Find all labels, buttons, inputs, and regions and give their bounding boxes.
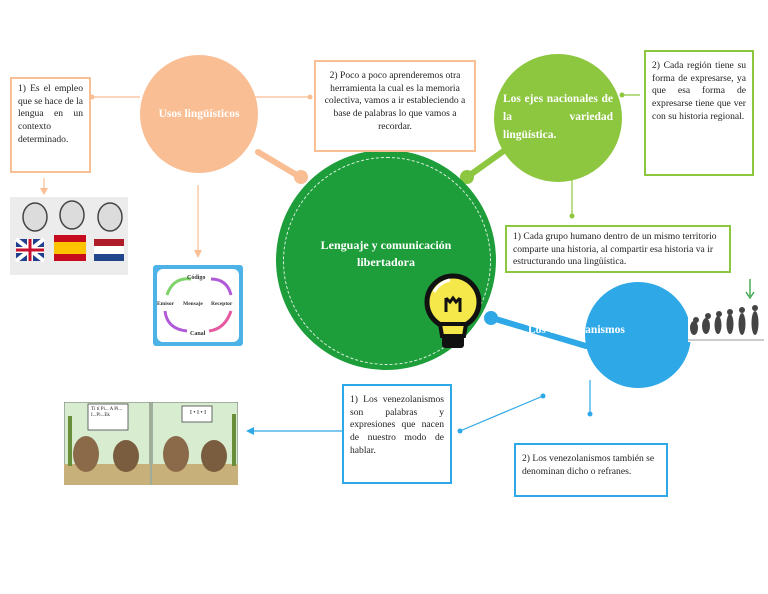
communication-diagram-image: Código Emisor Mensaje Receptor Canal	[153, 265, 243, 346]
comic-bubble-left: Tí tí Pi... A Pi... I...Pi...Ek	[91, 407, 123, 418]
venezolanismos-node-title: Los venezolanismos	[528, 324, 625, 336]
lightbulb-icon	[420, 272, 490, 352]
usos-node: Usos lingüísticos	[140, 55, 258, 173]
canal-label: Canal	[190, 331, 206, 337]
receptor-label: Receptor	[211, 301, 233, 307]
central-node-title: Lenguaje y comunicación libertadora	[320, 238, 452, 269]
emisor-label: Emisor	[157, 301, 175, 307]
flags-characters-image	[10, 197, 128, 275]
mensaje-label: Mensaje	[183, 301, 203, 307]
comic-bubble-right: I • I • I	[189, 410, 207, 416]
caveman-comic-image: Tí tí Pi... A Pi... I...Pi...Ek I • I • …	[64, 402, 238, 485]
venezolanismos-box-1: 1) Los venezolanismos son palabras y exp…	[342, 384, 452, 484]
usos-box-1: 1) Es el empleo que se hace de la lengua…	[10, 77, 91, 173]
human-evolution-icon	[688, 302, 764, 342]
ejes-box-1: 1) Cada grupo humano dentro de un mismo …	[505, 225, 731, 273]
venezolanismos-box-2: 2) Los venezolanismos también se denomin…	[514, 443, 668, 497]
usos-node-title: Usos lingüísticos	[158, 108, 240, 120]
ejes-node: Los ejes nacionales de la variedad lingü…	[494, 54, 622, 182]
arrow-down-icon	[744, 278, 756, 300]
usos-box-2: 2) Poco a poco aprenderemos otra herrami…	[314, 60, 476, 152]
ejes-box-2: 2) Cada región tiene su forma de expresa…	[644, 50, 754, 176]
ejes-node-title: Los ejes nacionales de la variedad lingü…	[503, 93, 613, 141]
codigo-label: Código	[187, 275, 206, 281]
venezolanismos-node	[585, 282, 691, 388]
